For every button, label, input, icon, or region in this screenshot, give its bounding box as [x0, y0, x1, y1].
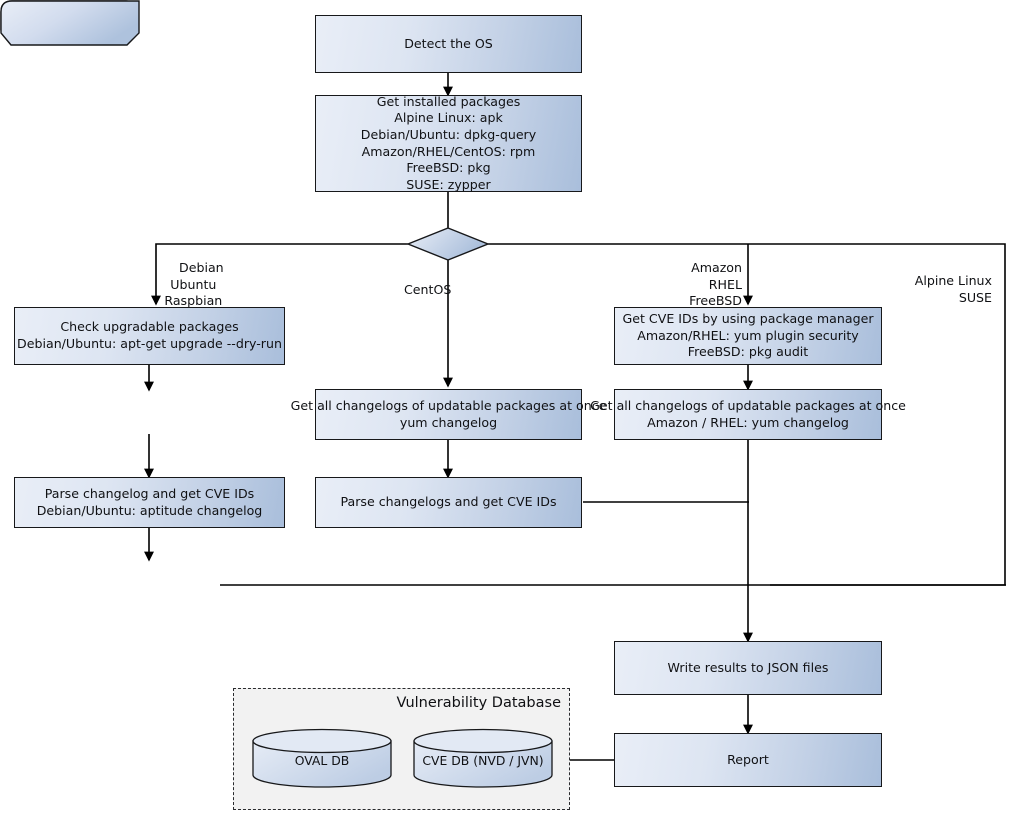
node-parse-changelogs-centos[interactable]: Parse changelogs and get CVE IDs	[315, 477, 582, 528]
node-get-installed-packages[interactable]: Get installed packages Alpine Linux: apk…	[315, 93, 582, 192]
node-parse-changelog-debian-line-1: Parse changelog and get CVE IDs	[44, 485, 255, 501]
node-get-cve-line-3: FreeBSD: pkg audit	[687, 344, 809, 360]
node-report[interactable]: Report	[614, 733, 882, 787]
node-changelogs-amazon[interactable]: Get all changelogs of updatable packages…	[590, 389, 906, 440]
node-get-installed-line-5: FreeBSD: pkg	[406, 160, 491, 176]
node-detect-os-label: Detect the OS	[404, 35, 493, 51]
node-get-installed-line-2: Alpine Linux: apk	[394, 110, 503, 126]
end-loop-shape	[0, 0, 140, 46]
node-get-cve-line-1: Get CVE IDs by using package manager	[622, 311, 874, 327]
database-cylinder-cve-label: CVE DB (NVD / JVN)	[422, 753, 544, 768]
node-write-results-label: Write results to JSON files	[667, 659, 829, 675]
database-cylinder-oval[interactable]: OVAL DB	[252, 728, 392, 788]
node-changelogs-amazon-line-2: Amazon / RHEL: yum changelog	[647, 415, 849, 430]
node-check-upgradable-line-1: Check upgradable packages	[60, 319, 239, 335]
node-get-cve-package-manager[interactable]: Get CVE IDs by using package manager Ama…	[614, 307, 882, 365]
node-get-installed-line-4: Amazon/RHEL/CentOS: rpm	[361, 143, 536, 159]
node-report-label: Report	[727, 751, 769, 767]
node-end-loop[interactable]: end loop	[0, 0, 537, 418]
node-changelogs-centos-line-2: yum changelog	[399, 415, 498, 430]
node-get-installed-line-1: Get installed packages	[376, 93, 521, 109]
node-get-cve-line-2: Amazon/RHEL: yum plugin security	[637, 327, 859, 343]
node-detect-os[interactable]: Detect the OS	[315, 15, 582, 73]
node-write-results[interactable]: Write results to JSON files	[614, 641, 882, 695]
database-cylinder-oval-label: OVAL DB	[294, 753, 350, 768]
database-cylinder-cve[interactable]: CVE DB (NVD / JVN)	[413, 728, 553, 788]
node-parse-changelog-debian-line-2: Debian/Ubuntu: aptitude changelog	[36, 502, 263, 518]
edge-label-centos: CentOS	[388, 266, 451, 315]
node-changelogs-centos-line-1: Get all changelogs of updatable packages…	[290, 398, 607, 413]
node-parse-changelogs-centos-label: Parse changelogs and get CVE IDs	[340, 494, 557, 510]
node-get-installed-line-6: SUSE: zypper	[406, 176, 491, 192]
node-check-upgradable-line-2: Debian/Ubuntu: apt-get upgrade --dry-run	[17, 336, 282, 351]
node-changelogs-centos[interactable]: Get all changelogs of updatable packages…	[291, 389, 606, 440]
cylinder-shape-cve	[413, 728, 553, 788]
node-get-installed-line-3: Debian/Ubuntu: dpkg-query	[360, 126, 537, 142]
node-parse-changelog-debian[interactable]: Parse changelog and get CVE IDs Debian/U…	[14, 477, 285, 528]
node-changelogs-amazon-line-1: Get all changelogs of updatable packages…	[590, 398, 906, 413]
vulnerability-database-group: Vulnerability Database OVAL DB	[233, 688, 570, 810]
vulnerability-database-title: Vulnerability Database	[396, 695, 561, 711]
edge-label-centos-text: CentOS	[404, 282, 452, 298]
cylinder-shape-oval	[252, 728, 392, 788]
node-check-upgradable[interactable]: Check upgradable packages Debian/Ubuntu:…	[14, 307, 285, 365]
